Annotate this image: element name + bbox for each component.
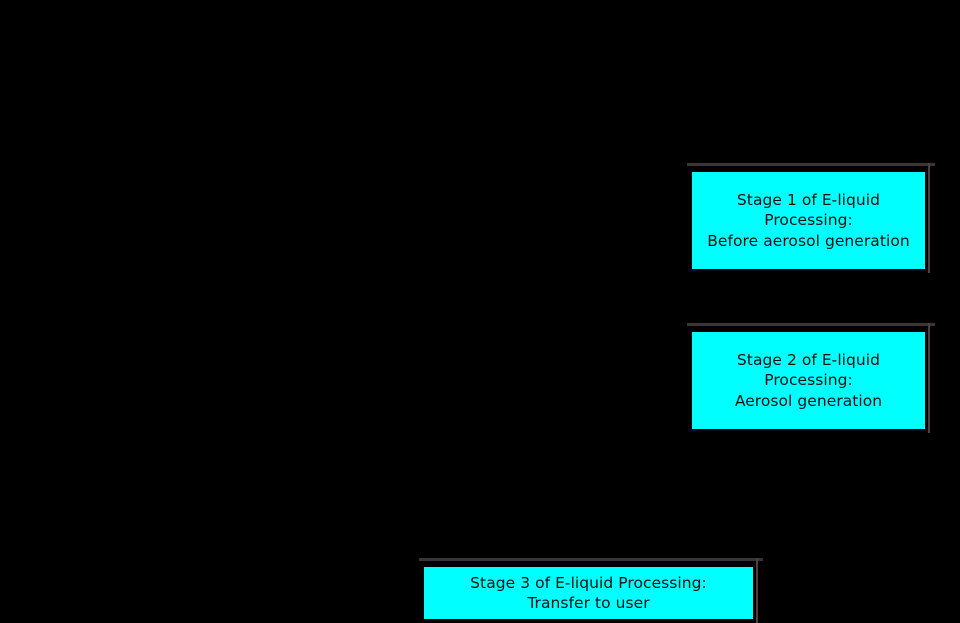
stage-1-top-rule [687, 163, 935, 166]
stage-3-right-rule [756, 558, 758, 623]
stage-2-top-rule [687, 323, 935, 326]
stage-1-right-rule [928, 163, 930, 273]
stage-1-node[interactable]: Stage 1 of E-liquid Processing: Before a… [687, 163, 935, 273]
stage-3-label: Stage 3 of E-liquid Processing: Transfer… [470, 573, 707, 612]
stage-2-right-rule [928, 323, 930, 433]
stage-3-node[interactable]: Stage 3 of E-liquid Processing: Transfer… [419, 558, 763, 623]
stage-3-top-rule [419, 558, 763, 561]
stage-2-node[interactable]: Stage 2 of E-liquid Processing: Aerosol … [687, 323, 935, 433]
stage-2-label: Stage 2 of E-liquid Processing: Aerosol … [734, 350, 883, 410]
stage-1-label: Stage 1 of E-liquid Processing: Before a… [707, 190, 910, 250]
